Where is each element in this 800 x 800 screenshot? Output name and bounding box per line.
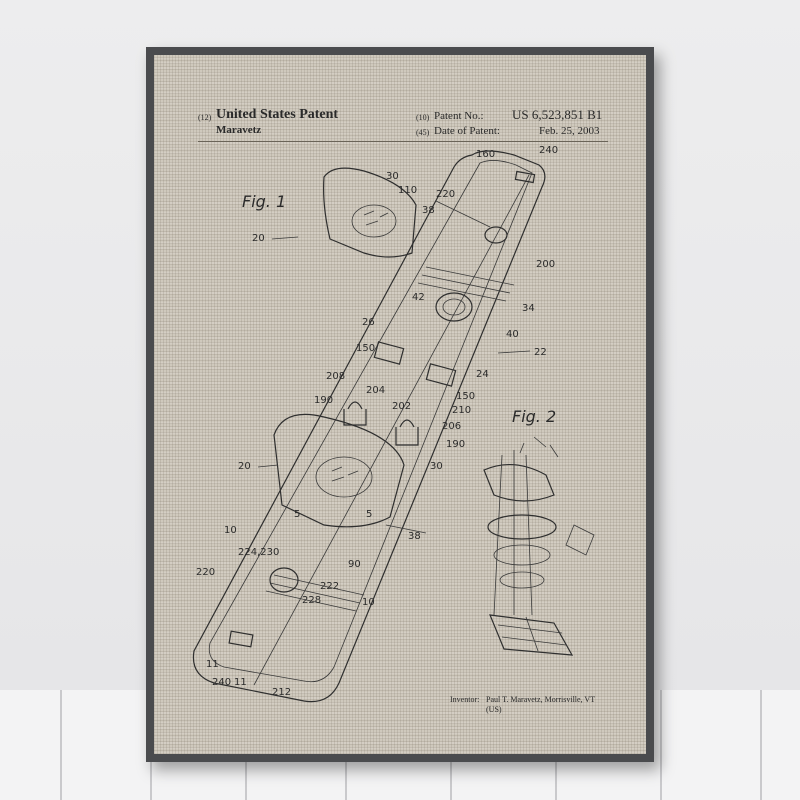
ref-label: 22 (534, 347, 547, 358)
ref-label: 5 (294, 509, 300, 520)
ref-label: 200 (536, 259, 555, 270)
bracket-190 (343, 401, 367, 426)
inventor-country: (US) (486, 705, 502, 714)
ref-label: 224,230 (238, 547, 279, 558)
inventor-full: Paul T. Maravetz, Morrisville, VT (486, 695, 596, 704)
ref-label: 206 (442, 421, 461, 432)
snowboard-sidewall (208, 160, 533, 683)
ref-label: 24 (476, 369, 489, 380)
picture-frame: (12) United States Patent Maravetz (10) … (146, 47, 654, 762)
upper-binding (323, 167, 417, 258)
ref-label: 38 (408, 531, 421, 542)
patent-drawing: Fig. 1 Fig. 2 160 240 30 110 38 20 220 2… (192, 145, 595, 703)
ref-label: 5 (366, 509, 372, 520)
ref-label: 228 (302, 595, 321, 606)
ref-label: 20 (252, 233, 265, 244)
ref-label: 190 (446, 439, 465, 450)
ref-label: 10 (362, 597, 375, 608)
header-rule (198, 141, 608, 142)
ref-label: 160 (476, 149, 495, 160)
ref-label: 210 (452, 405, 471, 416)
patent-no-label: Patent No.: (434, 110, 484, 122)
fig2-exploded-view (483, 436, 595, 656)
ref-label: 220 (196, 567, 215, 578)
ref-label: 90 (348, 559, 361, 570)
ref-label: 11 (234, 677, 247, 688)
nose-clip-240 (514, 170, 536, 184)
ref-label: 202 (392, 401, 411, 412)
ref-label: 30 (386, 171, 399, 182)
floor-plank-seam (60, 690, 62, 800)
leader-line (385, 524, 427, 534)
code-45: (45) (416, 128, 430, 137)
insert-222 (269, 567, 299, 593)
ref-label: 20 (238, 461, 251, 472)
patent-poster: (12) United States Patent Maravetz (10) … (154, 55, 646, 754)
ref-label: 208 (326, 371, 345, 382)
leader-line (497, 350, 531, 354)
ref-label: 220 (436, 189, 455, 200)
patent-title: United States Patent (216, 107, 339, 122)
bracket-190 (395, 419, 419, 446)
clip-150 (425, 363, 457, 387)
patent-date: Feb. 25, 2003 (539, 125, 600, 137)
floor-plank-seam (760, 690, 762, 800)
fig2-label: Fig. 2 (512, 407, 556, 426)
ref-label: 110 (398, 185, 417, 196)
leader-line (271, 236, 299, 240)
ref-label: 10 (224, 525, 237, 536)
ref-label: 212 (272, 687, 291, 698)
floor-plank-seam (660, 690, 662, 800)
ref-label: 11 (206, 659, 219, 670)
date-label: Date of Patent: (434, 125, 500, 137)
ref-label: 38 (422, 205, 435, 216)
leader-line (257, 464, 279, 468)
stripe-marks (265, 574, 365, 612)
leader-line (435, 200, 491, 228)
tail-clip-240 (228, 630, 254, 648)
ref-label: 204 (366, 385, 385, 396)
ref-label: 150 (456, 391, 475, 402)
clip-150 (373, 341, 405, 365)
ref-label: 240 (212, 677, 231, 688)
upper-binding-disc (351, 204, 397, 238)
binding-disc (315, 456, 373, 498)
patent-number: US 6,523,851 B1 (512, 107, 603, 122)
fig1-label: Fig. 1 (242, 192, 286, 211)
ref-label: 42 (412, 292, 425, 303)
ref-label: 34 (522, 303, 535, 314)
code-12: (12) (198, 113, 212, 122)
disc-42 (435, 292, 473, 322)
ref-label: 26 (362, 317, 375, 328)
stripe-marks (417, 266, 515, 302)
ref-label: 240 (539, 145, 558, 156)
disc-42-inner (442, 298, 466, 316)
ref-label: 222 (320, 581, 339, 592)
code-10: (10) (416, 113, 430, 122)
snowboard-outline (192, 150, 546, 703)
insert-220 (484, 226, 508, 244)
ref-label: 150 (356, 343, 375, 354)
ref-label: 30 (430, 461, 443, 472)
inventor-short: Maravetz (216, 124, 262, 136)
ref-label: 40 (506, 329, 519, 340)
lower-binding (273, 413, 405, 528)
binding-slots (331, 466, 359, 482)
ref-label: 190 (314, 395, 333, 406)
inventor-label: Inventor: (450, 695, 480, 704)
upper-binding-slots (363, 210, 389, 226)
centerline (253, 174, 530, 686)
